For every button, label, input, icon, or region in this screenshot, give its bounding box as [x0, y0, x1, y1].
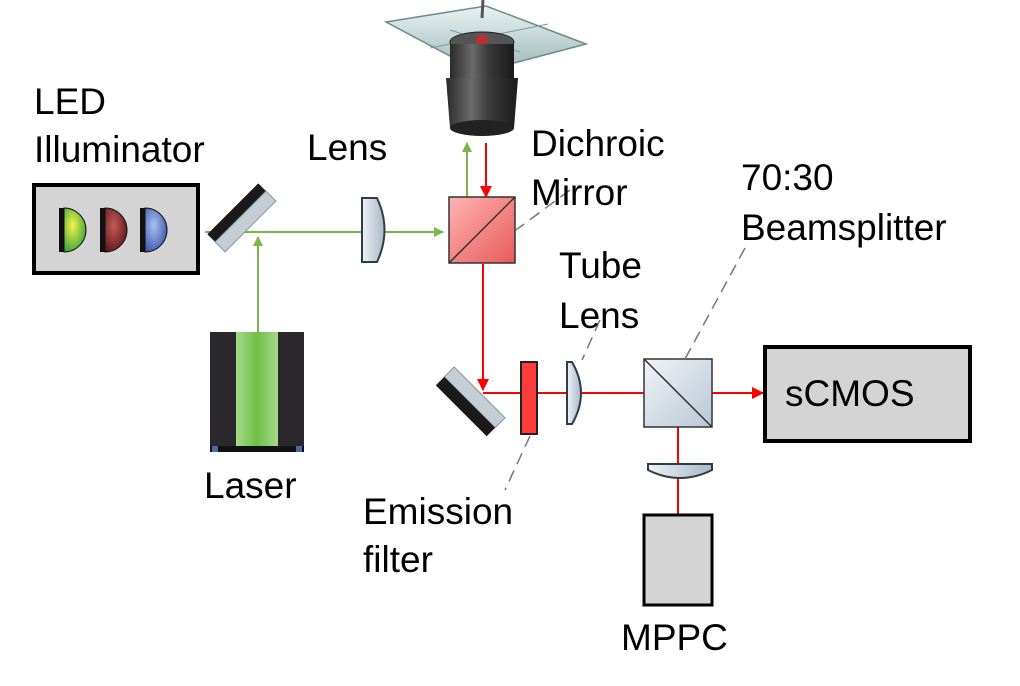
dichroic-label-line1: Dichroic [531, 123, 665, 164]
beamsplitter-cube [643, 358, 713, 428]
laser-module-icon [210, 332, 304, 452]
scmos-label: sCMOS [785, 373, 915, 414]
laser-window [236, 332, 278, 446]
excitation-beam-path [205, 142, 472, 332]
tube-label-line1: Tube [559, 245, 642, 286]
excitation-lens [361, 197, 386, 263]
beamsplitter-label-line1: 70:30 [741, 157, 834, 198]
mppc-label: MPPC [621, 617, 728, 658]
dichroic-leader [515, 189, 571, 231]
scmos-detector [763, 345, 972, 443]
beamsplitter-leader [684, 247, 746, 360]
beamsplitter-label-line2: Beamsplitter [741, 207, 947, 248]
dichroic-label-line2: Mirror [531, 172, 628, 213]
led-label-line1: LED [34, 81, 106, 122]
led-fold-mirror-icon [207, 183, 277, 253]
mppc-lens [647, 463, 713, 479]
led-label-line2: Illuminator [34, 129, 205, 170]
led-red-icon [100, 207, 128, 253]
emission-label-line2: filter [363, 539, 433, 580]
led-blue-icon [140, 207, 168, 253]
leader-lines [504, 189, 746, 491]
emission-filter [520, 361, 538, 435]
tube-lens-leader [581, 319, 601, 361]
emission-fold-mirror-icon [435, 366, 506, 437]
laser-label: Laser [204, 465, 297, 506]
tube-lens [566, 361, 582, 425]
microscope-objective-icon [383, 0, 589, 136]
led-illuminator [32, 183, 200, 275]
emission-filter-leader [504, 435, 531, 491]
led-green-icon [59, 207, 87, 253]
dichroic-mirror-cube [448, 196, 516, 264]
emission-label-line1: Emission [363, 491, 513, 532]
tube-label-line2: Lens [559, 295, 639, 336]
lens-label: Lens [307, 127, 387, 168]
mppc-detector [642, 513, 714, 607]
